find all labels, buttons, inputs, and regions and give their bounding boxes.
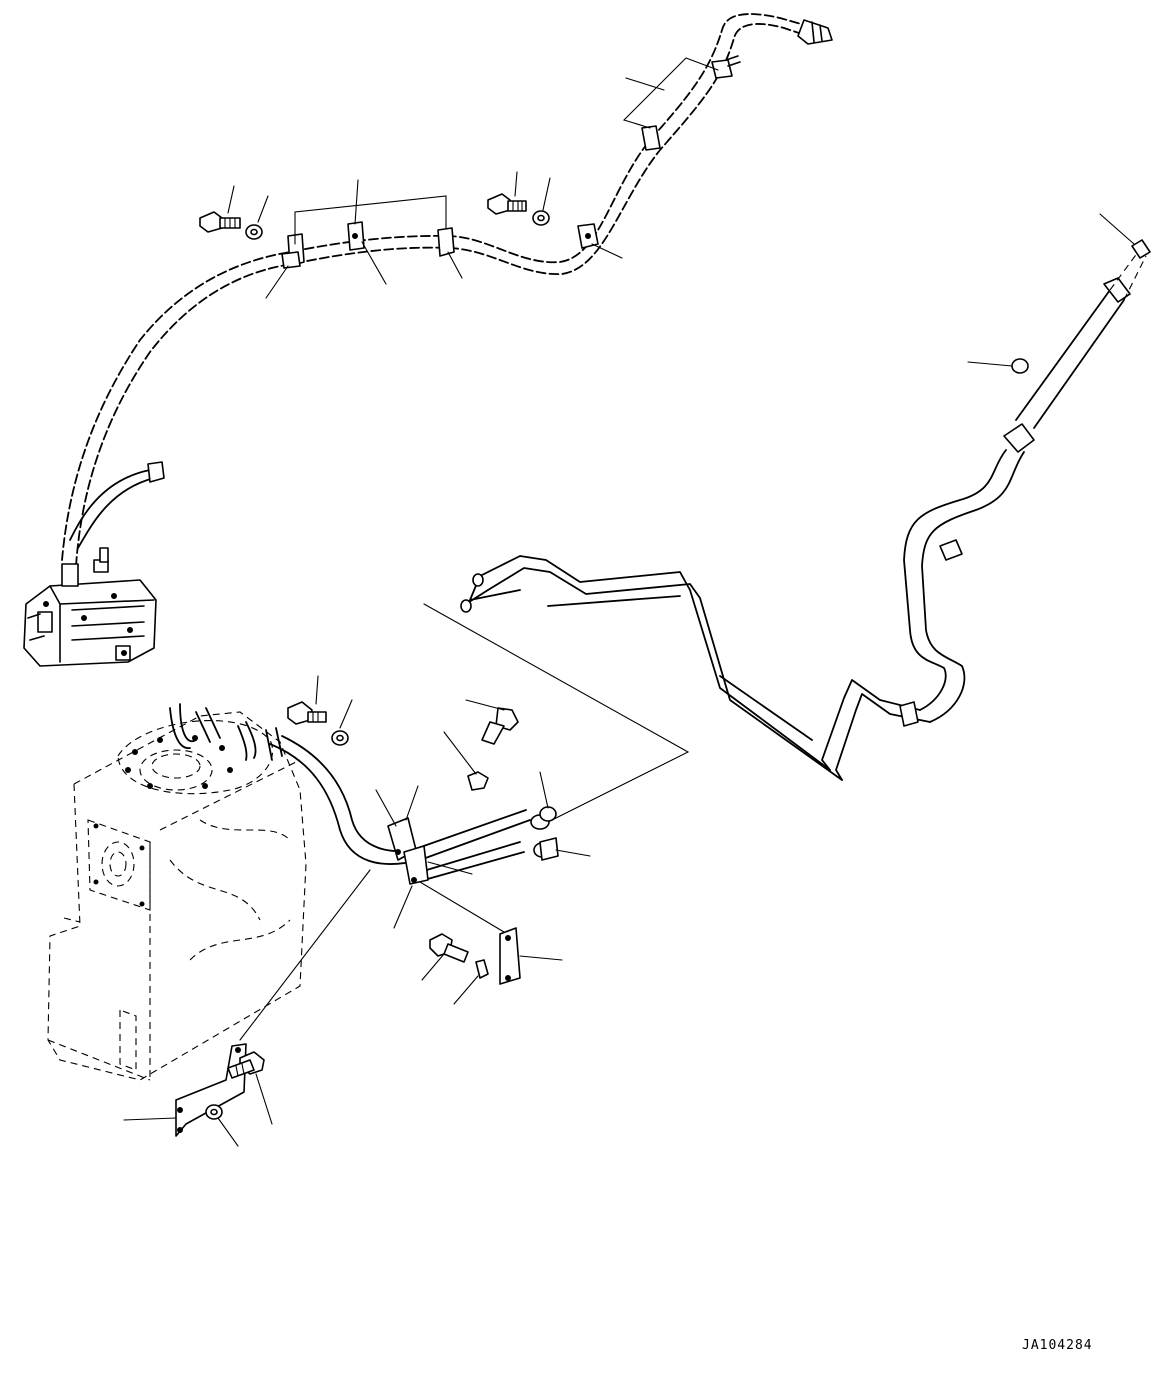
clamp: [939, 539, 963, 561]
control-valve: [23, 547, 157, 667]
hose-end-connector: [797, 19, 833, 45]
drawing-code-label: JA104284: [1022, 1338, 1093, 1353]
right-tube-assembly: [423, 213, 1151, 823]
hose-end-cap: [1131, 239, 1151, 259]
bolt-shank: [227, 1059, 255, 1079]
lower-hose-assembly: [269, 735, 559, 881]
clamp: [1011, 358, 1029, 374]
upper-hose-assembly: [61, 13, 833, 567]
lower-fasteners: [205, 701, 519, 1120]
bolt-shank: [507, 200, 527, 212]
bolt-shank: [307, 711, 327, 723]
clamp: [437, 227, 455, 257]
bracket: [499, 927, 521, 985]
clamp: [641, 125, 661, 151]
upper-leader-lines: [227, 57, 719, 299]
bolt-shank: [481, 721, 505, 745]
upper-fasteners: [199, 193, 550, 240]
washer: [475, 959, 489, 979]
clamp-block: [403, 845, 429, 885]
lower-leader-lines: [123, 675, 591, 1147]
washer: [467, 771, 489, 791]
transmission-housing: [47, 703, 307, 1081]
bolt-shank: [443, 943, 469, 963]
hose-joint: [899, 701, 919, 727]
hose-clamp: [539, 806, 557, 822]
wire-connector: [147, 461, 165, 483]
hose-fitting: [1103, 277, 1131, 303]
bracket: [175, 1043, 247, 1137]
elbow-fitting: [1003, 423, 1035, 453]
bolt-head: [487, 193, 511, 215]
lower-clamps: [175, 817, 521, 1137]
clamp: [711, 59, 733, 79]
bolt-head: [199, 211, 223, 233]
upper-clamps: [281, 55, 741, 269]
